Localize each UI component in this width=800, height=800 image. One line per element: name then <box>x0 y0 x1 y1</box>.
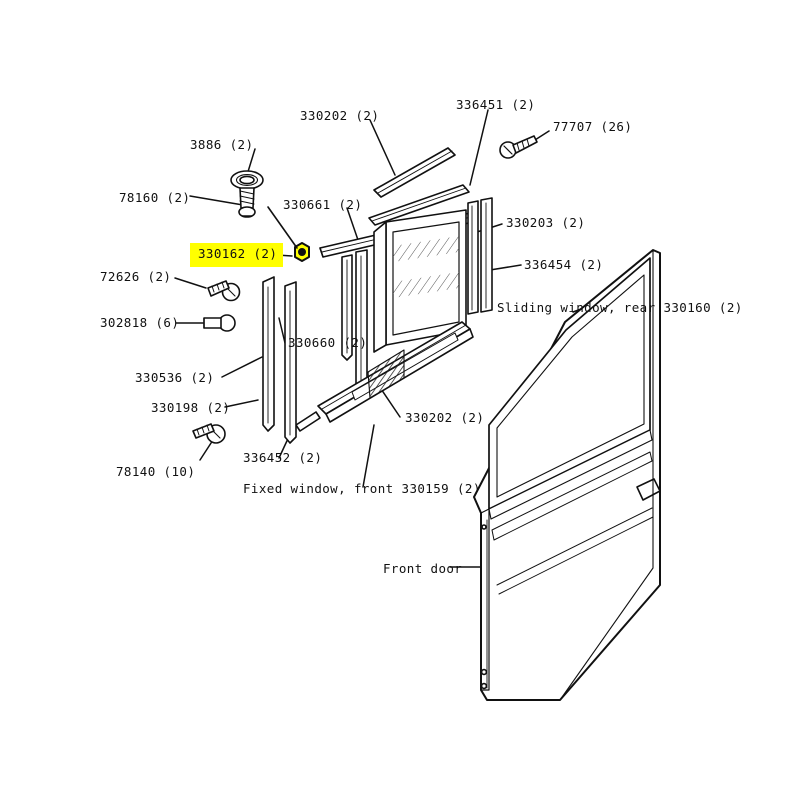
callout-front-door: Front door <box>383 561 463 576</box>
callout-78160: 78160 (2) <box>119 190 191 205</box>
callout-302818: 302818 (6) <box>100 315 180 330</box>
callout-330536: 330536 (2) <box>135 370 215 385</box>
callout-sliding-window-rear: Sliding window, rear 330160 (2) <box>497 300 743 315</box>
part-window-glass-frame <box>373 209 467 353</box>
callout-330198: 330198 (2) <box>151 400 231 415</box>
part-bracket-336452 <box>295 411 321 432</box>
part-channel-330660 <box>341 254 353 361</box>
callout-77707: 77707 (26) <box>553 119 633 134</box>
callout-330660: 330660 (2) <box>288 335 368 350</box>
part-front-door-panel <box>473 249 661 701</box>
callout-330162-highlighted: 330162 (2) <box>190 243 284 267</box>
part-channel-336451 <box>368 184 470 226</box>
callout-78140: 78140 (10) <box>116 464 196 479</box>
callout-336454: 336454 (2) <box>524 257 604 272</box>
leader-lines <box>174 109 593 568</box>
callout-330661: 330661 (2) <box>283 197 363 212</box>
part-channel-330203 <box>467 200 479 315</box>
part-sill-330202-lower <box>317 321 474 423</box>
callout-330202-lower: 330202 (2) <box>405 410 485 425</box>
part-screw-77707 <box>499 135 538 159</box>
part-screw-72626 <box>207 280 241 302</box>
callout-3886: 3886 (2) <box>190 137 254 152</box>
part-washer-3886 <box>230 170 264 190</box>
callout-330202-upper: 330202 (2) <box>300 108 380 123</box>
part-post-330536 <box>262 276 275 432</box>
part-screw-78140 <box>192 423 226 444</box>
callout-330203: 330203 (2) <box>506 215 586 230</box>
callout-336451: 336451 (2) <box>456 97 536 112</box>
part-channel-330660-b <box>355 249 368 399</box>
part-screw-78160 <box>238 187 256 218</box>
callout-72626: 72626 (2) <box>100 269 172 284</box>
part-bolt-302818 <box>203 314 236 332</box>
part-seal-330198 <box>284 281 297 444</box>
part-weatherstrip-330202-upper <box>373 147 456 198</box>
part-hex-nut-330162 <box>267 206 310 262</box>
callout-336452: 336452 (2) <box>243 450 323 465</box>
part-channel-336454 <box>480 197 493 313</box>
callout-fixed-window-front: Fixed window, front 330159 (2) <box>243 481 481 496</box>
